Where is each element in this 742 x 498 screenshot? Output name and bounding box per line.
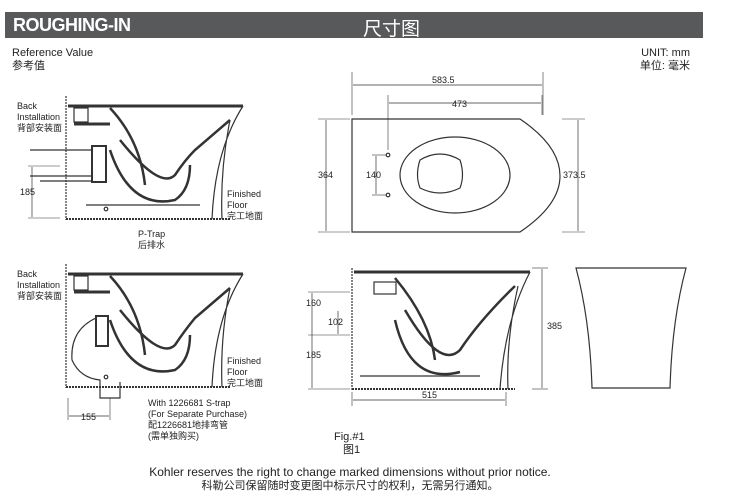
strap-note-3: 配1226681地排弯管: [148, 419, 228, 430]
dim-385: 385: [547, 321, 562, 331]
top-view: [318, 72, 585, 233]
strap-back-label-cn: 背部安装面: [17, 290, 62, 301]
ptrap-floor-label-cn: 完工地面: [227, 210, 263, 221]
ptrap-side-view: [28, 96, 244, 220]
strap-floor-label-2: Floor: [227, 367, 248, 377]
section-title: ROUGHING-IN: [13, 15, 131, 35]
ptrap-dim-185: 185: [20, 187, 35, 197]
ptrap-caption: P-Trap: [138, 229, 165, 239]
strap-dim-155: 155: [81, 412, 96, 422]
section-title-cn: 尺寸图: [363, 19, 421, 40]
dim-102: 102: [328, 317, 343, 327]
strap-side-view: [65, 264, 244, 420]
dim-583-5: 583.5: [432, 75, 455, 85]
strap-floor-label-cn: 完工地面: [227, 377, 263, 388]
strap-note-2: (For Separate Purchase): [148, 409, 247, 419]
footer-notice-cn: 科勒公司保留随时变更图中标示尺寸的权利，无需另行通知。: [201, 480, 499, 492]
ptrap-back-label-2: Installation: [17, 112, 60, 122]
ptrap-floor-label: Finished: [227, 189, 261, 199]
footer-notice: Kohler reserves the right to change mark…: [149, 465, 551, 479]
figure-label-cn: 图1: [343, 444, 361, 456]
figure-label: Fig.#1: [334, 431, 365, 443]
ptrap-back-label: Back: [17, 101, 38, 111]
strap-floor-label: Finished: [227, 356, 261, 366]
strap-note-4: (需单独购买): [148, 430, 199, 441]
strap-back-label: Back: [17, 269, 38, 279]
front-view: [575, 267, 687, 389]
dim-373-5: 373.5: [563, 170, 586, 180]
unit-label-cn: 单位: 毫米: [639, 60, 690, 72]
ptrap-caption-cn: 后排水: [138, 239, 165, 250]
dim-140: 140: [366, 170, 381, 180]
strap-back-label-2: Installation: [17, 280, 60, 290]
ptrap-back-label-cn: 背部安装面: [17, 122, 62, 133]
section-header: ROUGHING-IN 尺寸图: [5, 12, 703, 40]
ptrap-floor-label-2: Floor: [227, 200, 248, 210]
side-view: [308, 267, 548, 406]
dim-473: 473: [452, 99, 467, 109]
dim-515: 515: [422, 390, 437, 400]
dim-160: 160: [306, 298, 321, 308]
strap-note-1: With 1226681 S-trap: [148, 398, 231, 408]
reference-value-label-cn: 参考值: [12, 60, 45, 72]
unit-label: UNIT: mm: [641, 47, 690, 59]
reference-value-label: Reference Value: [12, 47, 94, 59]
dim-185: 185: [306, 350, 321, 360]
dim-364: 364: [318, 170, 333, 180]
